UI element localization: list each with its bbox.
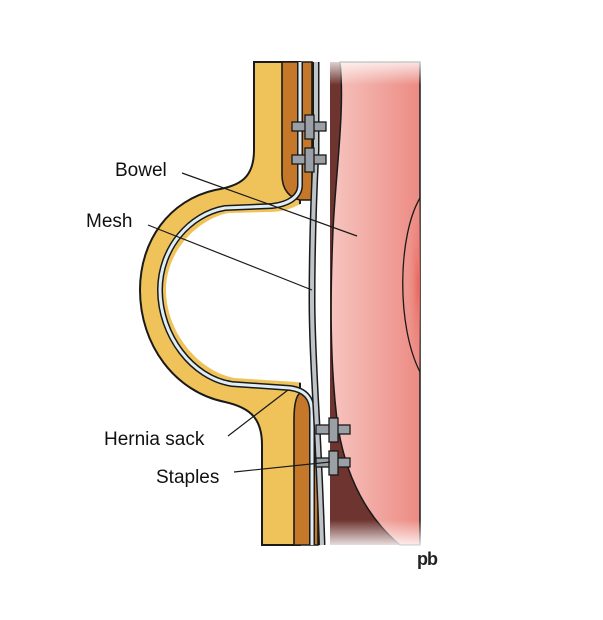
- bowel-bottom-fade: [330, 520, 425, 550]
- hernia-sack-leader: [227, 389, 289, 437]
- bowel-lumen-edge: [402, 197, 421, 373]
- hernia-cavity: [166, 204, 312, 395]
- bowel-group: [330, 55, 425, 550]
- mesh-strip-fill: [309, 62, 324, 546]
- staples-leader: [233, 461, 331, 473]
- mesh-leader: [147, 224, 313, 291]
- staple-1: [291, 114, 327, 140]
- staple-2: [291, 147, 327, 173]
- label-staples: Staples: [156, 467, 220, 488]
- hernia-sack-lining-inner: [158, 62, 314, 545]
- abdominal-wall: [138, 61, 319, 546]
- staples-group: [291, 114, 351, 476]
- mesh: [308, 62, 326, 546]
- leader-lines: [147, 172, 358, 473]
- staple-3: [315, 417, 351, 443]
- artist-signature: pb: [417, 549, 438, 569]
- label-mesh: Mesh: [86, 211, 133, 232]
- label-bowel: Bowel: [115, 160, 167, 181]
- bowel-leader: [181, 172, 358, 237]
- bowel-top-fade: [330, 55, 425, 85]
- staple-4: [315, 450, 351, 476]
- label-hernia-sack: Hernia sack: [104, 429, 205, 450]
- bowel: [330, 61, 421, 546]
